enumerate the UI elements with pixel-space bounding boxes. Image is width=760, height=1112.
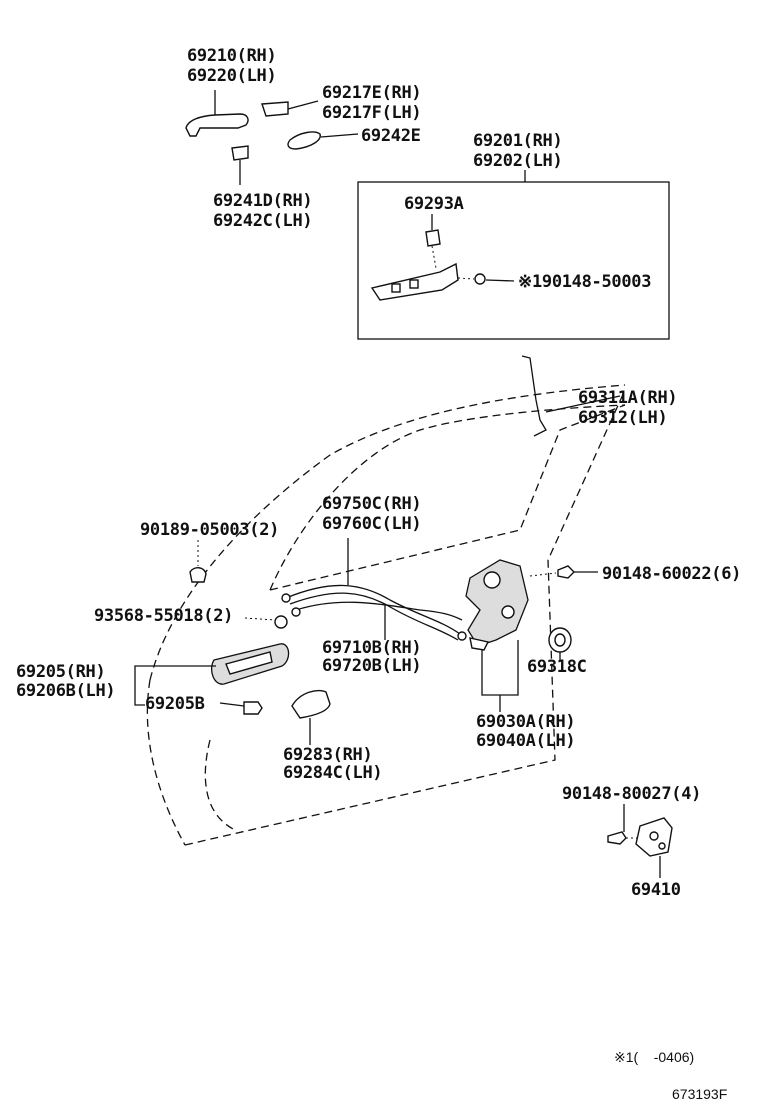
door-striker [607,804,673,878]
label-69284c: 69284C(LH) [283,763,383,783]
label-69040a: 69040A(LH) [476,731,576,751]
label-69217e: 69217E(RH) [322,83,422,103]
handle-pad [287,131,359,150]
screw-69205b [219,701,263,715]
frame-box [357,181,670,340]
label-69030a: 69030A(RH) [476,712,576,732]
label-69311a: 69311A(RH) [578,388,678,408]
label-69242e: 69242E [361,126,421,146]
label-69201: 69201(RH) [473,131,563,151]
footnote: ※1( -0406) [614,1049,695,1065]
screw-93568 [244,615,288,629]
clip-90189 [189,540,207,583]
door-outline [146,384,626,846]
label-69710b: 69710B(RH) [322,638,422,658]
label-69205: 69205(RH) [16,662,106,682]
label-69205b: 69205B [145,694,205,714]
inside-handle [134,643,290,706]
grommet [548,627,572,660]
label-93568: 93568-55018(2) [94,606,234,626]
label-69750c: 69750C(RH) [322,494,422,514]
handle-frame [370,214,515,301]
outside-handle [185,90,249,137]
label-69318c: 69318C [527,657,587,677]
handle-bezel [291,689,331,745]
lock-rod [521,355,621,437]
label-90189: 90189-05003(2) [140,520,280,540]
label-69410: 69410 [631,880,681,900]
label-69283: 69283(RH) [283,745,373,765]
label-69220: 69220(LH) [187,66,277,86]
label-90148-80027: 90148-80027(4) [562,784,702,804]
handle-cover [261,100,319,117]
label-69242c: 69242C(LH) [213,211,313,231]
label-69720b: 69720B(LH) [322,656,422,676]
label-69206b: 69206B(LH) [16,681,116,701]
screw-90148-60022 [529,565,598,579]
handle-pad-small [231,145,249,185]
label-90148-60022: 90148-60022(6) [602,564,742,584]
figure-id: 673193F [672,1086,728,1102]
label-90148-50003: ※190148-50003 [518,272,652,292]
label-69202: 69202(LH) [473,151,563,171]
lock-cables [281,538,467,641]
door-lock [465,559,529,712]
label-69312: 69312(LH) [578,408,668,428]
label-69760c: 69760C(LH) [322,514,422,534]
label-69241d: 69241D(RH) [213,191,313,211]
label-69293a: 69293A [404,194,464,214]
label-69217f: 69217F(LH) [322,103,422,123]
label-69210: 69210(RH) [187,46,277,66]
